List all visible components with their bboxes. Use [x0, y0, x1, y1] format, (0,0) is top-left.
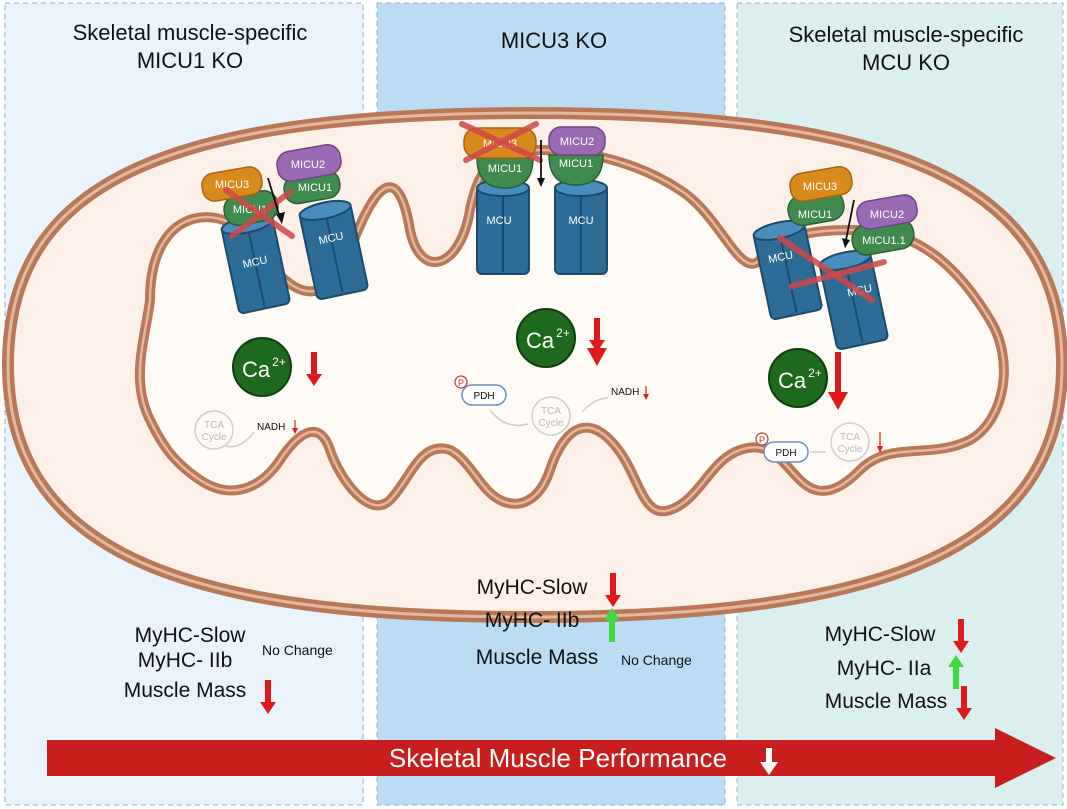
panel2-outcome-2: Muscle Mass — [476, 646, 599, 669]
panel3-mcu-left: MCU — [751, 216, 824, 321]
panel1-outcome-1: MyHC- IIb — [138, 649, 233, 672]
panel3-micu1-label: MICU1 — [798, 209, 832, 221]
panel3-tca-line1: TCA — [840, 432, 860, 443]
panel1-no-change: No Change — [262, 642, 333, 658]
performance-down-arrow — [760, 748, 778, 775]
panel2-mcu-right: MCU — [554, 179, 608, 275]
panel1-micu1-right-label: MICU1 — [298, 182, 332, 194]
panel3-title-line1: Skeletal muscle-specific — [789, 22, 1024, 47]
panel2-tca-line1: TCA — [541, 406, 561, 417]
panel2-calcium — [516, 308, 576, 368]
panel3-pdh — [763, 441, 809, 463]
panel1-outcome-2: Muscle Mass — [124, 679, 247, 702]
panel2-calcium-label: Ca — [526, 328, 555, 353]
panel2-micu1-right-label: MICU1 — [559, 158, 593, 170]
panel2-tca-cycle — [531, 396, 571, 436]
panel3-outcome-2: Muscle Mass — [825, 690, 948, 713]
panel1-flux-arrow — [267, 177, 281, 219]
panel3-micu2-label: MICU2 — [870, 209, 904, 221]
panel3-tca-cycle — [830, 422, 870, 462]
panel3-flux-arrow — [845, 199, 855, 241]
panel3-uniporter: MCU MCU MICU1 MICU3 MICU1.1 MICU2 — [751, 165, 918, 351]
panel2-micu1-left-label: MICU1 — [488, 163, 522, 175]
panel2-knockout-cross — [459, 121, 543, 163]
panel2-nadh-down-arrow — [643, 394, 649, 400]
panel1-nadh-down-arrow — [292, 428, 298, 434]
panel3-calcium-charge: 2+ — [808, 366, 822, 380]
panel3-micu1-1-label: MICU1.1 — [862, 235, 905, 247]
panel2-no-change: No Change — [621, 652, 692, 668]
panel3-calcium — [768, 348, 828, 408]
performance-label: Skeletal Muscle Performance — [389, 743, 727, 773]
panel2-mcu-left-label: MCU — [486, 215, 511, 227]
panel2-pdh-label: PDH — [473, 391, 494, 402]
panel3-micu3 — [789, 165, 853, 203]
panel1-calcium-label: Ca — [242, 357, 271, 382]
panel2-outcome-1: MyHC- IIb — [485, 609, 580, 632]
panel1-mcu-left: MCU — [219, 210, 292, 315]
panel1-mcu-right-label: MCU — [318, 230, 345, 247]
panel2-phospho — [454, 375, 468, 389]
panel3-calcium-label: Ca — [778, 368, 807, 393]
panel3-flux-arrowhead — [842, 238, 850, 248]
panel3-calcium-down-arrow — [835, 352, 841, 394]
panel1-title-line1: Skeletal muscle-specific — [73, 20, 308, 45]
panel1-tca-line1: TCA — [204, 420, 224, 431]
panel1-micu2-label: MICU2 — [291, 159, 325, 171]
panel2-micu1-right — [548, 154, 604, 186]
panel3-micu2 — [856, 194, 918, 230]
panel3-title-line2: MCU KO — [862, 50, 950, 75]
panel1-flux-arrowhead — [276, 212, 285, 224]
panel3-tca-line2: Cycle — [837, 444, 862, 455]
panel3-outcome-1: MyHC- IIa — [837, 657, 932, 680]
panel2-micu2 — [548, 126, 606, 156]
panel1-uniporter: MCU MCU MICU1 MICU3 MICU1 MICU2 — [201, 143, 370, 315]
performance-banner: Skeletal Muscle Performance — [47, 728, 1056, 788]
panel1-calcium — [232, 337, 292, 397]
panel3-micu3-label: MICU3 — [803, 181, 837, 193]
panel1-micu2 — [276, 143, 342, 183]
panel1-tca-line2: Cycle — [201, 432, 226, 443]
panel3-mcu-left-label: MCU — [767, 249, 794, 266]
panel1-mcu-right: MCU — [297, 196, 370, 301]
panel2-outcome-0: MyHC-Slow — [477, 576, 589, 599]
panel1-micu3-label: MICU3 — [215, 179, 249, 191]
panel2-pdh — [461, 384, 507, 406]
panel2-tca-line2: Cycle — [538, 418, 563, 429]
panel2-uniporter: MCU MCU MICU1 MICU1 MICU3 MICU2 — [459, 121, 608, 275]
panel1-outcome-0: MyHC-Slow — [135, 624, 247, 647]
panel3-pdh-label: PDH — [775, 448, 796, 459]
panel1-calcium-charge: 2+ — [272, 355, 286, 369]
panel2-flux-arrowhead — [537, 178, 545, 187]
panel2-calcium-charge: 2+ — [556, 326, 570, 340]
panel3-outcome-0: MyHC-Slow — [825, 623, 937, 646]
panel2-micu2-label: MICU2 — [560, 136, 594, 148]
panel2-nadh: NADH — [611, 387, 639, 398]
panel3-phospho — [755, 432, 769, 446]
panel1-mcu-left-label: MCU — [242, 254, 269, 271]
panel2-phospho-label: P — [458, 378, 464, 388]
panel2-mcu-left: MCU — [476, 179, 530, 275]
panel2-mcu-right-label: MCU — [568, 215, 593, 227]
panel2-micu1-left — [476, 157, 534, 189]
panel1-title-line2: MICU1 KO — [137, 48, 243, 73]
panel3-knockout-cross — [777, 235, 887, 303]
panel1-knockout-cross — [223, 187, 295, 239]
panel3-tca-down-arrow — [877, 446, 883, 453]
panel1-tca-cycle — [194, 410, 234, 450]
panel1-nadh: NADH — [257, 422, 285, 433]
panel3-phospho-label: P — [759, 435, 765, 445]
panel2-title: MICU3 KO — [501, 28, 607, 53]
